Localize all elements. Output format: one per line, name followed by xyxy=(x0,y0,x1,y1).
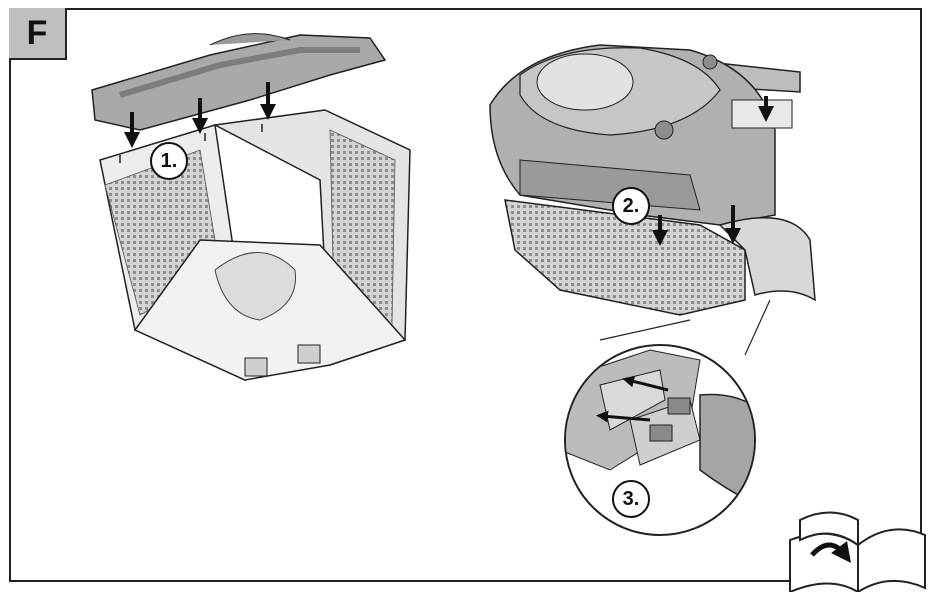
book-turn-page-icon xyxy=(789,511,926,592)
step-2-label: 2. xyxy=(612,187,650,225)
mower-housing xyxy=(489,44,816,316)
arrow-down-icon xyxy=(652,96,774,246)
step-3-label: 3. xyxy=(612,480,650,518)
magnifier-circle xyxy=(564,344,756,536)
step-1-label: 1. xyxy=(150,142,188,180)
grass-basket xyxy=(99,109,411,382)
figure-label: F xyxy=(9,8,67,60)
basket-lid xyxy=(91,33,387,131)
arrow-down-icon xyxy=(124,82,276,148)
